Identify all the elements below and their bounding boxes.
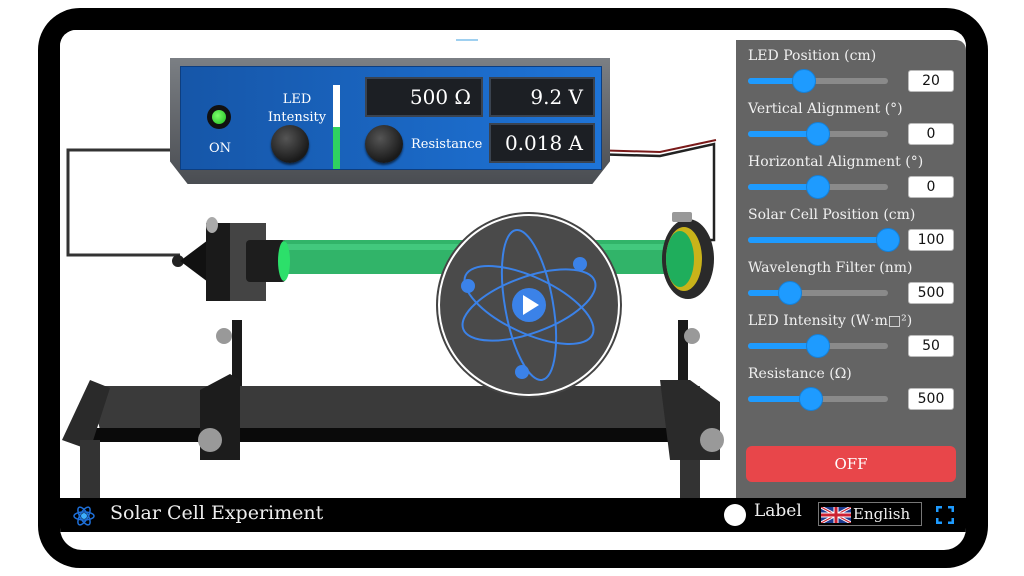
language-label: English (853, 505, 911, 523)
atom-logo-icon (73, 506, 95, 526)
control-label: LED Intensity (W·m□²) (748, 313, 913, 329)
control-value-input[interactable]: 500 (908, 282, 954, 304)
control-value-input[interactable]: 500 (908, 388, 954, 410)
slider-thumb[interactable] (799, 387, 823, 411)
slider-thumb[interactable] (806, 334, 830, 358)
simulation-screen: ON LED Intensity Resistance 500 Ω 9.2 V … (60, 30, 966, 550)
control-slider[interactable] (748, 228, 900, 252)
uk-flag-icon (821, 507, 851, 523)
resistance-display: 500 Ω (365, 77, 483, 117)
fullscreen-icon[interactable] (936, 506, 954, 524)
control-value-input[interactable]: 50 (908, 335, 954, 357)
control-slider[interactable] (748, 334, 888, 358)
atom-icon (461, 229, 597, 381)
label-toggle-text: Label (754, 501, 802, 521)
control-value-input[interactable]: 20 (908, 70, 954, 92)
experiment-stage: ON LED Intensity Resistance 500 Ω 9.2 V … (60, 30, 736, 498)
control-label: Resistance (Ω) (748, 366, 852, 382)
slider-fill (748, 78, 804, 84)
control-slider[interactable] (748, 69, 888, 93)
led-intensity-knob[interactable] (271, 125, 309, 163)
control-slider[interactable] (748, 281, 888, 305)
loading-indicator (456, 39, 478, 41)
power-led-indicator (207, 105, 231, 129)
slider-fill (748, 237, 888, 243)
control-value-input[interactable]: 0 (908, 176, 954, 198)
control-slider[interactable] (748, 175, 888, 199)
left-post (232, 320, 242, 410)
slider-fill (748, 131, 818, 137)
intensity-level-bar (333, 85, 340, 169)
app-title: Solar Cell Experiment (110, 502, 324, 524)
slider-thumb[interactable] (806, 175, 830, 199)
slider-fill (748, 343, 818, 349)
control-label: LED Position (cm) (748, 48, 877, 64)
left-wire (66, 148, 180, 257)
power-supply-device: ON LED Intensity Resistance 500 Ω 9.2 V … (170, 58, 610, 184)
device-panel: ON LED Intensity Resistance 500 Ω 9.2 V … (180, 66, 602, 170)
voltage-display: 9.2 V (489, 77, 595, 117)
apparatus-scene (62, 139, 724, 498)
play-overlay-button[interactable] (438, 214, 620, 396)
footer-bar: Solar Cell Experiment Label English (60, 498, 966, 532)
slider-thumb[interactable] (778, 281, 802, 305)
slider-fill (748, 396, 811, 402)
right-post (678, 320, 688, 400)
power-label: ON (209, 141, 232, 156)
led-intensity-label: LED Intensity (267, 92, 327, 125)
slider-thumb[interactable] (876, 228, 900, 252)
label-toggle[interactable] (724, 504, 746, 526)
control-value-input[interactable]: 0 (908, 123, 954, 145)
current-display: 0.018 A (489, 123, 595, 163)
slider-fill (748, 184, 818, 190)
solar-cell-holder (662, 212, 714, 299)
slider-thumb[interactable] (792, 69, 816, 93)
intensity-level-fill (333, 127, 340, 169)
resistance-knob[interactable] (365, 125, 403, 163)
play-icon (523, 295, 539, 315)
right-wire-red (589, 139, 717, 154)
slider-thumb[interactable] (806, 122, 830, 146)
resistance-label: Resistance (411, 137, 483, 152)
control-label: Wavelength Filter (nm) (748, 260, 913, 276)
control-label: Solar Cell Position (cm) (748, 207, 916, 223)
control-value-input[interactable]: 100 (908, 229, 954, 251)
control-slider[interactable] (748, 122, 888, 146)
optical-rail (90, 386, 700, 430)
led-source (172, 217, 290, 301)
control-label: Horizontal Alignment (°) (748, 154, 924, 170)
control-slider[interactable] (748, 387, 888, 411)
slider-fill (748, 290, 790, 296)
language-selector[interactable]: English (818, 502, 922, 526)
control-label: Vertical Alignment (°) (748, 101, 903, 117)
power-off-button[interactable]: OFF (746, 446, 956, 482)
